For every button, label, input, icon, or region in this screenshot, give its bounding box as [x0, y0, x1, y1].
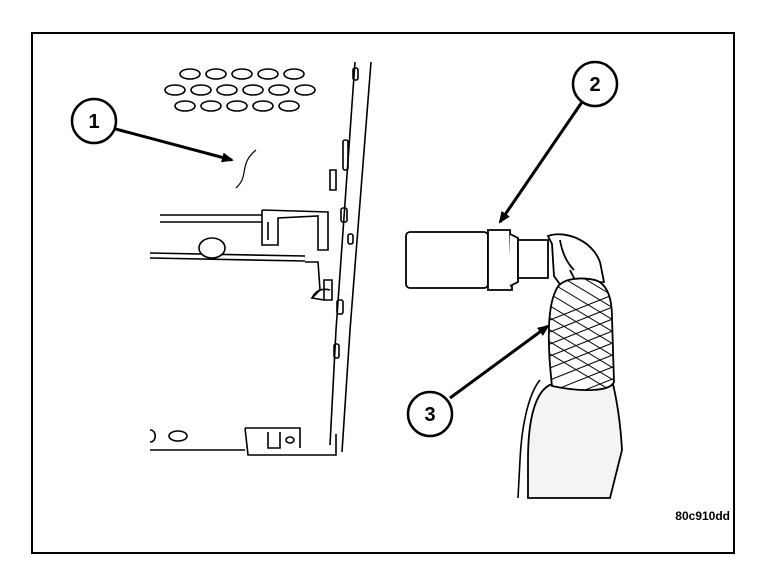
callout-1-circle: [70, 97, 118, 145]
callout-2: 2: [571, 60, 619, 108]
callout-2-arrow: [498, 101, 584, 224]
callout-3: 3: [406, 390, 454, 438]
callout-2-circle: [571, 60, 619, 108]
callout-3-circle: [406, 390, 454, 438]
callout-1: 1: [70, 97, 118, 145]
hose-component: [517, 277, 623, 499]
callout-3-label: 3: [424, 404, 435, 426]
callout-2-label: 2: [589, 74, 600, 96]
panel-component: [149, 61, 372, 456]
callout-3-arrow: [449, 324, 550, 400]
callout-1-arrow: [111, 126, 234, 163]
fitting-component: [405, 229, 606, 292]
callout-1-label: 1: [88, 111, 99, 133]
illustration-code: 80c910dd: [675, 509, 730, 523]
illustration-frame: [31, 32, 735, 554]
perforation-holes: [164, 68, 316, 112]
